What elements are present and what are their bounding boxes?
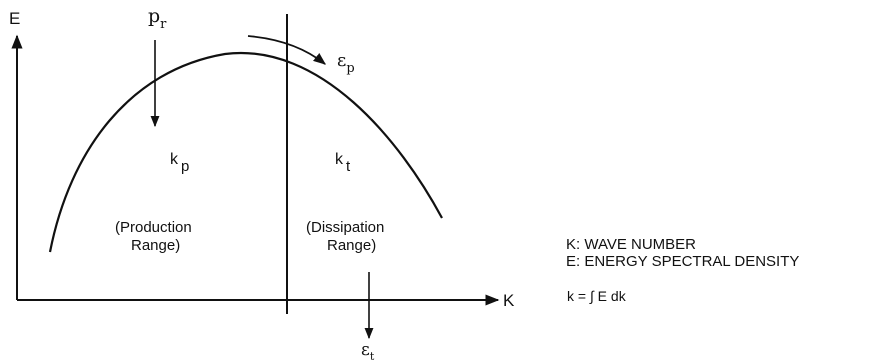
energy-spectrum-curve <box>48 51 443 253</box>
y-axis-label: E <box>9 9 20 28</box>
dissipation-flux-label: εp <box>337 50 355 76</box>
legend-e-definition: E: ENERGY SPECTRAL DENSITY <box>566 253 800 270</box>
legend-k-definition: K: WAVE NUMBER <box>566 236 697 253</box>
production-flux-label: pr <box>148 5 167 32</box>
dissipation-range-label-line2: Range) <box>327 237 376 254</box>
production-range-label-line1: (Production <box>115 219 192 236</box>
energy-integral-formula: k = ∫ E dk <box>567 288 626 304</box>
production-range-label-line2: Range) <box>131 237 180 254</box>
dissipation-range-label-line1: (Dissipation <box>306 219 384 236</box>
legend: K: WAVE NUMBER E: ENERGY SPECTRAL DENSIT… <box>566 236 799 270</box>
bottom-flux-label: εt <box>361 340 375 363</box>
energy-cascade-arrow <box>247 35 326 65</box>
x-axis-label: K <box>503 291 515 310</box>
